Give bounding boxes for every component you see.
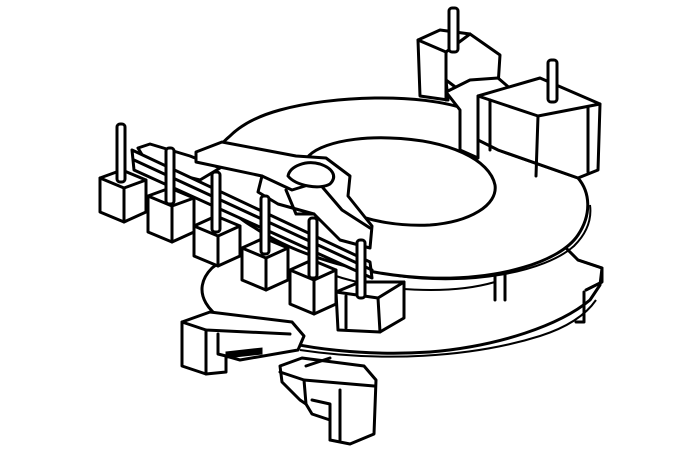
front-terminal-3	[192, 170, 242, 268]
front-pin-row	[98, 122, 406, 334]
rear-pin	[447, 6, 460, 54]
front-terminal-4	[240, 194, 290, 292]
front-terminal-2	[146, 146, 196, 244]
front-terminal-6	[334, 238, 406, 334]
front-terminal-5	[288, 216, 338, 316]
rear-terminal-block	[416, 6, 602, 180]
front-terminal-1	[98, 122, 148, 224]
mounting-foot-left	[180, 310, 306, 376]
mounting-foot-right	[278, 356, 378, 446]
rear-pin	[546, 58, 559, 104]
